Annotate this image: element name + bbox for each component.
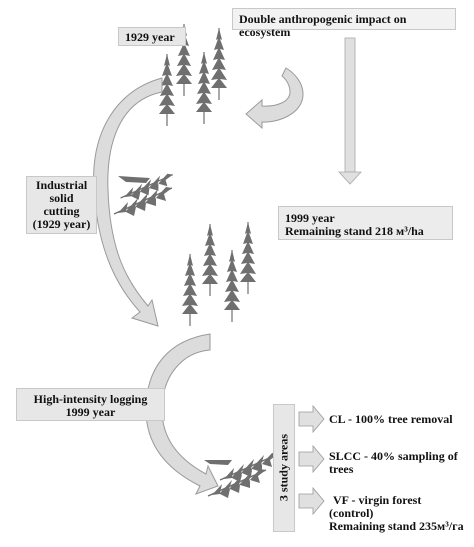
study-item-slcc: SLCC - 40% sampling of trees <box>329 450 458 476</box>
study-item-vf-text-3: Remaining stand 235м³/га <box>329 519 464 533</box>
remaining-1999-stand: Remaining stand 218 м³/ha <box>285 224 424 238</box>
year-1929-box: 1929 year <box>118 27 186 46</box>
study-item-slcc-text-1: SLCC - 40% sampling of <box>329 449 458 463</box>
industrial-line-4: (1929 year) <box>32 217 91 231</box>
impact-label: Double anthropogenic impact on ecosystem <box>239 12 407 39</box>
logging-line-1: High-intensity logging <box>33 392 148 406</box>
industrial-cutting-box: Industrial solid cutting (1929 year) <box>26 176 97 234</box>
impact-box: Double anthropogenic impact on ecosystem <box>232 8 456 39</box>
study-item-vf-text-1: VF - virgin forest <box>333 493 422 507</box>
study-item-slcc-text-2: trees <box>329 462 354 476</box>
industrial-line-2: solid <box>49 191 74 205</box>
industrial-line-1: Industrial <box>35 178 88 192</box>
study-item-cl: CL - 100% tree removal <box>329 413 453 426</box>
felled-trees-1999 <box>204 452 279 499</box>
tree-cluster-1999 <box>181 221 257 327</box>
cycle-arrow <box>245 67 304 130</box>
curved-arrow-1 <box>93 77 163 327</box>
study-arrows <box>298 404 325 516</box>
remaining-1999-year: 1999 year <box>285 211 335 225</box>
remaining-1999-box: 1999 year Remaining stand 218 м³/ha <box>278 206 453 240</box>
study-item-cl-text: CL - 100% tree removal <box>329 412 453 426</box>
felled-trees-1929 <box>113 173 174 217</box>
study-item-vf-text-2: (control) <box>329 506 374 520</box>
impact-down-arrow <box>338 37 362 185</box>
industrial-line-3: cutting <box>43 204 80 218</box>
logging-box: High-intensity logging 1999 year <box>16 388 165 421</box>
study-item-vf: VF - virgin forest (control) Remaining s… <box>329 494 464 533</box>
study-areas-label: 3 study areas <box>276 433 291 502</box>
year-1929-label: 1929 year <box>125 30 175 44</box>
study-areas-box <box>273 404 295 532</box>
logging-line-2: 1999 year <box>65 405 116 419</box>
curved-arrow-2 <box>145 333 219 495</box>
